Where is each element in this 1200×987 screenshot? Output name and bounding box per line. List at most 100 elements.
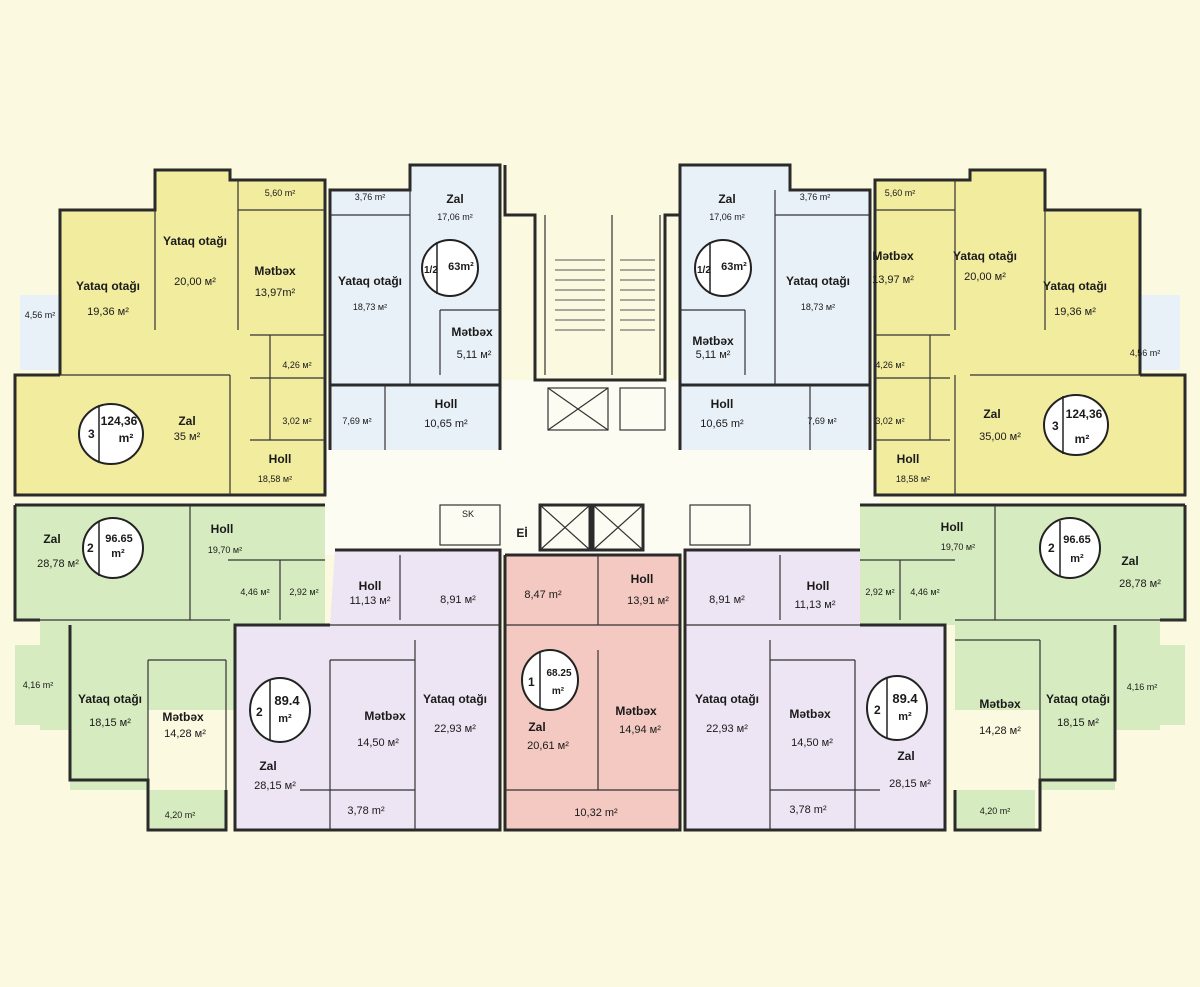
label-holl-small-right: Holl bbox=[711, 397, 734, 411]
label-zal-top-right: Zal bbox=[718, 192, 735, 206]
label-ei: Eİ bbox=[516, 525, 527, 540]
label-area-4-46-right: 4,46 м² bbox=[910, 587, 939, 597]
badge-63-left: 1/2 63m² bbox=[421, 239, 479, 297]
label-area-18-15-right: 18,15 м² bbox=[1057, 717, 1099, 729]
label-yataq-89-right: Yataq otağı bbox=[695, 692, 759, 706]
label-metbex-small-left: Mətbəx bbox=[451, 325, 493, 339]
label-metbex-68: Mətbəx bbox=[615, 704, 657, 718]
apartment-89-left bbox=[233, 548, 502, 832]
badge-68-center-total: 68.25 bbox=[546, 668, 571, 679]
label-zal-68: Zal bbox=[528, 720, 545, 734]
badge-68-center-unit: m² bbox=[552, 686, 565, 697]
label-area-28-15-left: 28,15 м² bbox=[254, 780, 296, 792]
label-area-13-97-right: 13,97 м² bbox=[872, 274, 914, 286]
label-metbex-small-right: Mətbəx bbox=[692, 334, 734, 348]
label-area-19-36-left: 19,36 м² bbox=[87, 306, 129, 318]
badge-96-right-rooms: 2 bbox=[1048, 541, 1055, 555]
apartment-small-right bbox=[678, 163, 872, 450]
label-yataq-96-left: Yataq otağı bbox=[78, 692, 142, 706]
label-area-8-91-right: 8,91 м² bbox=[709, 594, 745, 606]
badge-124-left-unit: m² bbox=[119, 431, 134, 445]
label-area-20-61: 20,61 м² bbox=[527, 740, 569, 752]
badge-89-left-total: 89.4 bbox=[274, 693, 300, 708]
label-area-13-97-left: 13,97m² bbox=[255, 287, 296, 299]
label-area-4-16-left: 4,16 m² bbox=[23, 680, 54, 690]
badge-124-left-total: 124,36 bbox=[101, 414, 138, 428]
label-area-20-00-right: 20,00 м² bbox=[964, 271, 1006, 283]
label-metbex-89-right: Mətbəx bbox=[789, 707, 831, 721]
label-area-4-16-right: 4,16 m² bbox=[1127, 682, 1158, 692]
label-metbex-top-left: Mətbəx bbox=[254, 264, 296, 278]
label-yataq-89-left: Yataq otağı bbox=[423, 692, 487, 706]
label-area-5-60-right: 5,60 m² bbox=[885, 188, 916, 198]
label-area-3-78-left: 3,78 m² bbox=[347, 805, 385, 817]
badge-89-left-rooms: 2 bbox=[256, 705, 263, 719]
badge-124-right-rooms: 3 bbox=[1052, 419, 1059, 433]
badge-89-left-unit: m² bbox=[278, 713, 292, 725]
badge-89-right-total: 89.4 bbox=[892, 691, 918, 706]
label-area-13-91: 13,91 м² bbox=[627, 595, 669, 607]
label-holl-96-left: Holl bbox=[211, 522, 234, 536]
label-area-28-78-left: 28,78 м² bbox=[37, 558, 79, 570]
label-area-35-left: 35 м² bbox=[174, 431, 201, 443]
lift-shafts bbox=[439, 503, 751, 552]
label-zal-96-right: Zal bbox=[1121, 554, 1138, 568]
label-metbex-top-right: Mətbəx bbox=[872, 249, 914, 263]
label-area-19-36-right: 19,36 м² bbox=[1054, 306, 1096, 318]
label-zal-top-left: Zal bbox=[446, 192, 463, 206]
label-area-11-13-right: 11,13 м² bbox=[795, 599, 836, 611]
apartment-3room-left bbox=[13, 168, 327, 497]
label-area-14-50-left: 14,50 м² bbox=[357, 737, 399, 749]
badge-63-right: 1/2 63m² bbox=[694, 239, 752, 297]
staircase-block bbox=[503, 165, 682, 431]
badge-63-left-rooms: 1/2 bbox=[424, 265, 438, 276]
badge-124-right-unit: m² bbox=[1075, 432, 1090, 446]
label-area-19-70-right: 19,70 м² bbox=[941, 542, 975, 552]
badge-96-right: 2 96.65 m² bbox=[1039, 517, 1101, 579]
apartment-68-center bbox=[503, 553, 682, 832]
badge-96-right-unit: m² bbox=[1070, 553, 1084, 565]
label-metbex-96-left: Mətbəx bbox=[162, 710, 204, 724]
label-holl-68: Holl bbox=[631, 572, 654, 586]
label-area-8-91-left: 8,91 м² bbox=[440, 594, 476, 606]
label-area-4-46-left: 4,46 м² bbox=[240, 587, 269, 597]
label-area-3-02-right: 3,02 м² bbox=[875, 416, 904, 426]
label-area-19-70-left: 19,70 м² bbox=[208, 545, 242, 555]
label-area-22-93-right: 22,93 м² bbox=[706, 723, 748, 735]
label-area-11-13-left: 11,13 м² bbox=[350, 595, 391, 607]
label-area-14-50-right: 14,50 м² bbox=[791, 737, 833, 749]
label-area-8-47: 8,47 m² bbox=[524, 589, 562, 601]
badge-63-right-total: 63m² bbox=[721, 261, 747, 273]
badge-124-right-total: 124,36 bbox=[1066, 407, 1103, 421]
label-area-35-right: 35,00 м² bbox=[979, 431, 1021, 443]
label-area-5-60-left: 5,60 m² bbox=[265, 188, 296, 198]
label-area-28-15-right: 28,15 м² bbox=[889, 778, 931, 790]
label-holl-96-right: Holl bbox=[941, 520, 964, 534]
label-metbex-96-right: Mətbəx bbox=[979, 697, 1021, 711]
badge-89-right-unit: m² bbox=[898, 711, 912, 723]
label-area-18-15-left: 18,15 м² bbox=[89, 717, 131, 729]
label-area-4-56-left: 4,56 m² bbox=[25, 310, 56, 320]
label-area-28-78-right: 28,78 м² bbox=[1119, 578, 1161, 590]
label-area-3-02-left: 3,02 м² bbox=[282, 416, 311, 426]
label-area-10-65-right: 10,65 m² bbox=[700, 418, 744, 430]
label-yataq-small-right: Yataq otağı bbox=[786, 274, 850, 288]
label-sk: SK bbox=[462, 509, 474, 519]
label-area-14-28-right: 14,28 м² bbox=[979, 725, 1021, 737]
label-yataq-top-right-1: Yataq otağı bbox=[1043, 279, 1107, 293]
label-area-2-92-right: 2,92 м² bbox=[865, 587, 894, 597]
label-holl-89-left: Holl bbox=[359, 579, 382, 593]
label-area-20-00-left: 20,00 м² bbox=[174, 276, 216, 288]
label-area-3-78-right: 3,78 m² bbox=[789, 804, 827, 816]
badge-96-left-rooms: 2 bbox=[87, 541, 94, 555]
label-area-14-28-left: 14,28 м² bbox=[164, 728, 206, 740]
badge-89-left: 2 89.4 m² bbox=[249, 677, 311, 743]
label-area-18-73-right: 18,73 м² bbox=[801, 302, 835, 312]
label-zal-96-left: Zal bbox=[43, 532, 60, 546]
label-area-5-11-right: 5,11 м² bbox=[696, 349, 731, 361]
label-holl-3room-right: Holl bbox=[897, 452, 920, 466]
label-area-22-93-left: 22,93 м² bbox=[434, 723, 476, 735]
label-area-10-32: 10,32 m² bbox=[574, 807, 618, 819]
badge-68-center: 1 68.25 m² bbox=[521, 649, 579, 711]
